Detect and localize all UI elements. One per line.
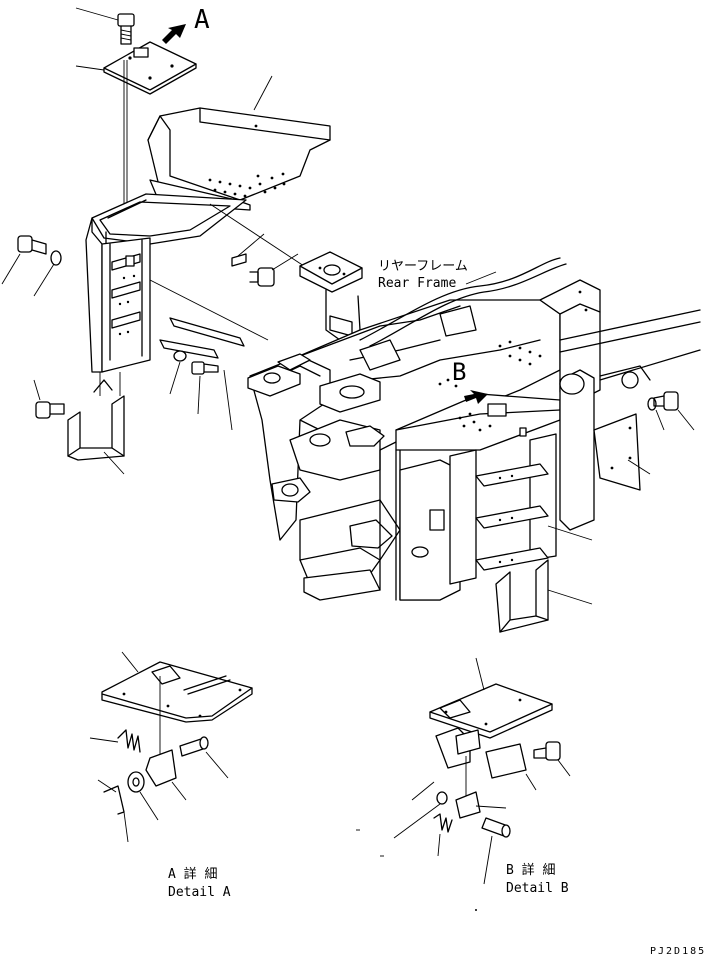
detail-b-title-jp: B 詳 細: [506, 862, 555, 878]
leader-line: [223, 369, 233, 431]
leader-line: [627, 459, 651, 475]
leader-line: [75, 65, 105, 71]
detail-b-drawing: [429, 683, 561, 838]
leader-line: [557, 759, 571, 777]
drawing-code: PJ2D185: [650, 946, 706, 957]
leader-line: [655, 409, 665, 431]
leader-line: [205, 751, 229, 779]
view-a-arrow: [162, 24, 186, 44]
left-step-assembly: [1, 7, 331, 475]
leader-line: [437, 833, 441, 857]
leader-line: [121, 651, 139, 673]
leader-line: [33, 379, 41, 401]
rear-frame: [247, 251, 701, 633]
step-ladder-frame: [85, 193, 247, 373]
upper-step-deck: [147, 107, 331, 211]
cover-plate-a: [103, 41, 197, 95]
leader-line: [465, 271, 497, 285]
detail-b-title-en: Detail B: [506, 881, 569, 896]
leader-line: [197, 375, 201, 415]
view-b-label: B: [452, 358, 466, 386]
leader-line: [271, 253, 299, 271]
bolt-frame-top: [249, 267, 275, 287]
right-side-cover: [593, 391, 679, 491]
bolt-left: [17, 235, 62, 266]
leader-line: [253, 75, 273, 111]
rear-frame-label-jp: リヤーフレーム: [378, 259, 468, 274]
leader-line: [475, 805, 507, 809]
leader-line: [393, 803, 441, 839]
leader-line: [75, 7, 119, 21]
leader-line: [169, 361, 181, 395]
top-bolt: [117, 13, 135, 45]
leader-line: [547, 589, 593, 605]
rear-frame-label-en: Rear Frame: [378, 276, 456, 291]
leader-line: [171, 781, 187, 801]
pin-and-washer: [159, 317, 245, 375]
leader-line: [1, 253, 21, 285]
detail-a-title-en: Detail A: [168, 885, 231, 900]
leader-line: [547, 525, 593, 541]
view-a-label: A: [194, 5, 210, 35]
leader-line: [97, 779, 117, 793]
leader-line: [89, 737, 119, 743]
leader-line: [677, 409, 695, 431]
leader-line: [475, 657, 485, 691]
deck-holes: [438, 340, 542, 388]
leader-line: [237, 233, 265, 257]
leader-line: [103, 451, 125, 475]
bolt-lower-left: [35, 401, 65, 419]
lower-u-step: [67, 372, 125, 461]
leader-line: [123, 811, 129, 843]
leader-line: [139, 791, 159, 821]
view-b-arrow: [464, 390, 488, 404]
leader-line: [525, 773, 537, 791]
leader-line: [33, 263, 55, 297]
detail-a-drawing: [101, 661, 253, 815]
leader-line: [411, 781, 435, 801]
detail-a-title-jp: A 詳 細: [168, 866, 217, 882]
leader-line: [483, 835, 493, 885]
